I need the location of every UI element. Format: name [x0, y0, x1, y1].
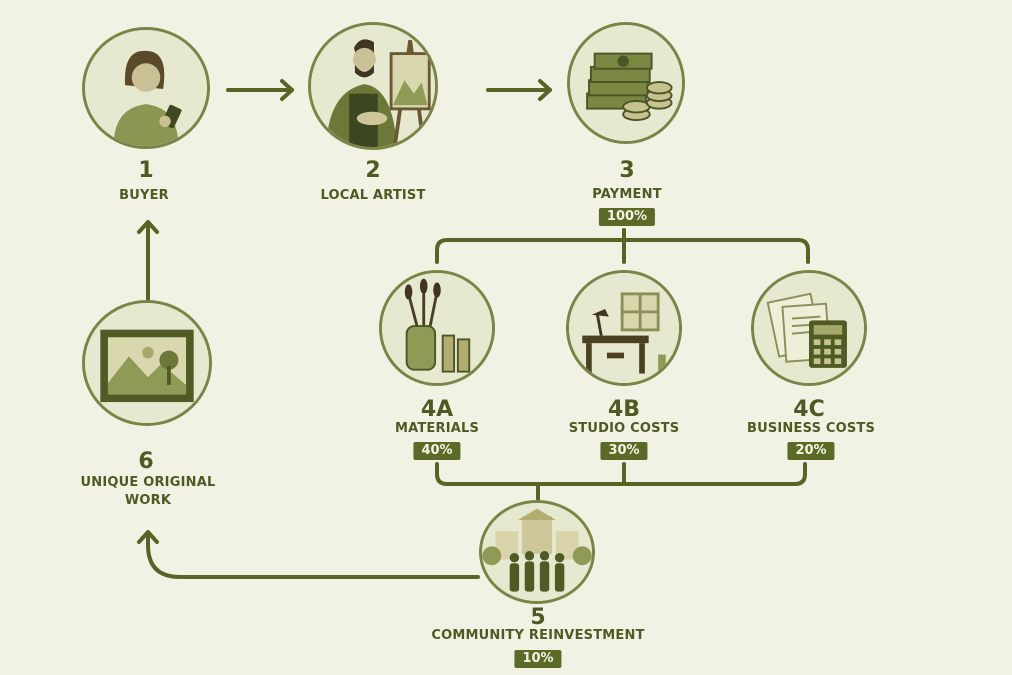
payment-circle: [567, 22, 685, 144]
materials-circle: [379, 270, 495, 386]
work-number: 6: [138, 449, 154, 474]
materials-share-badge: 40%: [413, 442, 461, 460]
payment-number: 3: [619, 158, 635, 183]
buyer-label: BUYER: [119, 188, 169, 203]
arrow-community-to-work: [146, 533, 480, 579]
community-circle: [479, 500, 595, 604]
artist-number: 2: [365, 158, 381, 183]
money-stack-icon: [570, 25, 682, 141]
payment-label: PAYMENT: [592, 187, 662, 202]
materials-label: MATERIALS: [394, 421, 480, 436]
community-number: 5: [530, 605, 546, 630]
buyer-number: 1: [138, 158, 154, 183]
framed-landscape-icon: [85, 303, 209, 423]
business-share-badge: 20%: [787, 442, 835, 460]
merge-bracket: [435, 462, 807, 502]
studio-share-badge: 30%: [600, 442, 648, 460]
community-label: COMMUNITY REINVESTMENT: [431, 628, 645, 643]
artist-label: LOCAL ARTIST: [320, 188, 426, 203]
community-share-badge: 10%: [514, 650, 562, 668]
business-number: 4C: [793, 397, 825, 422]
calculator-documents-icon: [754, 273, 864, 383]
studio-desk-icon: [569, 273, 679, 383]
work-label-line1: UNIQUE ORIGINAL: [80, 475, 216, 490]
artist-circle: [308, 22, 438, 150]
payment-share-badge: 100%: [598, 208, 656, 226]
studio-circle: [566, 270, 682, 386]
payment-split-bracket: [435, 228, 810, 264]
materials-number: 4A: [420, 397, 454, 422]
community-people-icon: [482, 503, 592, 601]
work-label-line2: WORK: [124, 493, 172, 508]
business-circle: [751, 270, 867, 386]
work-circle: [82, 300, 212, 426]
paint-brushes-icon: [382, 273, 492, 383]
studio-number: 4B: [607, 397, 641, 422]
painter-at-easel-icon: [311, 25, 435, 147]
business-label: BUSINESS COSTS: [746, 421, 876, 436]
buyer-circle: [82, 27, 210, 149]
studio-label: STUDIO COSTS: [568, 421, 680, 436]
person-with-tablet-icon: [85, 30, 207, 146]
